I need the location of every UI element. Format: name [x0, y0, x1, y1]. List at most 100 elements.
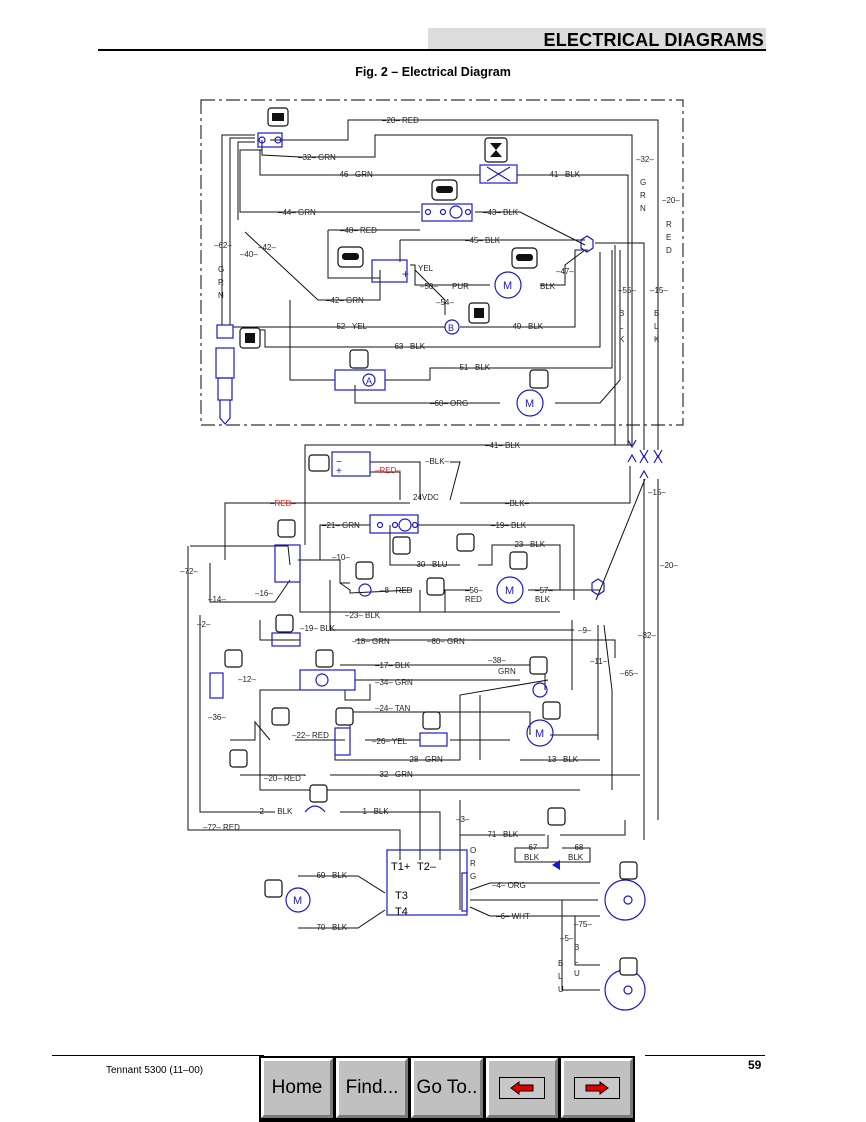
- svg-text:U: U: [558, 985, 564, 994]
- nav-bar: Home Find... Go To..: [259, 1056, 635, 1122]
- svg-text:–19– BLK: –19– BLK: [300, 624, 336, 633]
- svg-text:M: M: [505, 585, 514, 597]
- vertical-letters-bottom: ORG BLU BLU: [470, 846, 580, 994]
- svg-text:–47–: –47–: [556, 267, 574, 276]
- main-contactor: [274, 544, 301, 583]
- middle-wires: [187, 444, 659, 860]
- propel-icon-4: [619, 957, 638, 976]
- svg-text:–51– BLK: –51– BLK: [455, 363, 491, 372]
- svg-text:–68–: –68–: [570, 843, 588, 852]
- svg-text:–BLK–: –BLK–: [425, 457, 450, 466]
- brush-icon-2: [529, 369, 549, 389]
- switch-26: [419, 732, 448, 747]
- svg-text:–RED–: –RED–: [375, 466, 401, 475]
- section-title: ELECTRICAL DIAGRAMS: [543, 30, 764, 50]
- goto-button[interactable]: Go To..: [411, 1058, 483, 1118]
- brush-switch: [299, 669, 356, 691]
- svg-text:–45– BLK: –45– BLK: [465, 236, 501, 245]
- bottom-wires: [298, 800, 626, 991]
- svg-text:–75–: –75–: [574, 920, 592, 929]
- svg-text:L: L: [558, 972, 563, 981]
- find-button[interactable]: Find...: [336, 1058, 408, 1118]
- pedal-sensor: [604, 879, 646, 921]
- svg-text:–70– BLK: –70– BLK: [312, 923, 348, 932]
- svg-text:–4– ORG: –4– ORG: [492, 881, 526, 890]
- svg-text:–65–: –65–: [620, 669, 638, 678]
- svg-text:–60– ORG: –60– ORG: [430, 399, 468, 408]
- battery-icon-4: [529, 656, 548, 675]
- svg-text:–80– GRN: –80– GRN: [427, 637, 465, 646]
- svg-text:–28– GRN: –28– GRN: [405, 755, 443, 764]
- svg-text:M: M: [503, 280, 512, 292]
- ammeter-switch: [334, 369, 386, 391]
- battery-icon-2: [224, 649, 243, 668]
- svg-text:T1+: T1+: [391, 861, 410, 873]
- svg-text:–52– YEL: –52– YEL: [332, 322, 368, 331]
- thermal-icon: [426, 577, 445, 596]
- svg-text:–19– BLK: –19– BLK: [491, 521, 527, 530]
- svg-text:–62–: –62–: [214, 241, 232, 250]
- enclosure-boundary: [200, 99, 684, 426]
- battery: [331, 451, 371, 477]
- main-switch: [369, 514, 419, 534]
- svg-text:–9–: –9–: [578, 626, 592, 635]
- svg-text:–41– BLK: –41– BLK: [545, 170, 581, 179]
- svg-text:B: B: [619, 309, 624, 318]
- plus-icon: [271, 707, 290, 726]
- svg-text:–42–: –42–: [258, 243, 276, 252]
- plus-icon-2: [335, 707, 354, 726]
- previous-page-button[interactable]: [486, 1058, 558, 1118]
- vacuum-icon-2: [509, 551, 528, 570]
- svg-text:–12–: –12–: [238, 675, 256, 684]
- svg-text:−: −: [336, 457, 342, 468]
- svg-text:T3: T3: [395, 890, 408, 902]
- contactor-icon: [277, 519, 296, 538]
- diode: [552, 860, 560, 870]
- relay-icon: [392, 536, 411, 555]
- circuit-breaker: [209, 672, 224, 699]
- figure-title: Fig. 2 – Electrical Diagram: [355, 65, 511, 79]
- hourglass-icon: [484, 137, 508, 163]
- svg-text:BLK: BLK: [568, 853, 584, 862]
- svg-text:–32–: –32–: [638, 631, 656, 640]
- battery-icon: [308, 454, 330, 472]
- next-page-button[interactable]: [561, 1058, 633, 1118]
- plug-connector: [216, 324, 234, 339]
- svg-text:U: U: [574, 969, 580, 978]
- header-band: [428, 28, 766, 50]
- svg-text:–13– BLK: –13– BLK: [543, 755, 579, 764]
- svg-text:GRN: GRN: [498, 667, 516, 676]
- svg-text:–32–: –32–: [636, 155, 654, 164]
- home-button[interactable]: Home: [261, 1058, 333, 1118]
- arrow-right-icon: [585, 1081, 609, 1095]
- battery-icon-3: [315, 649, 334, 668]
- svg-text:–23– BLK: –23– BLK: [510, 540, 546, 549]
- horn-switch: [421, 203, 473, 222]
- footer-rule-right: [645, 1055, 765, 1056]
- svg-text:–2– – BLK: –2– – BLK: [255, 807, 293, 816]
- svg-text:–50–: –50–: [420, 282, 438, 291]
- svg-text:N: N: [640, 204, 646, 213]
- svg-text:–42– GRN: –42– GRN: [326, 296, 364, 305]
- battery-gauge: [532, 682, 548, 698]
- svg-text:–69– BLK: –69– BLK: [312, 871, 348, 880]
- svg-text:–1– BLK: –1– BLK: [358, 807, 389, 816]
- svg-text:R: R: [470, 859, 476, 868]
- page-number: 59: [748, 1058, 762, 1072]
- relay-22: [334, 727, 351, 756]
- svg-text:–5–: –5–: [560, 934, 574, 943]
- gauge-icon: [355, 561, 374, 580]
- svg-text:–20–: –20–: [662, 196, 680, 205]
- fuse: [304, 805, 326, 813]
- svg-text:R: R: [218, 278, 224, 287]
- electrical-diagram: + M B A M –20– RED –32– GRN –46– GRN –41…: [180, 99, 684, 1011]
- svg-text:–15–: –15–: [648, 488, 666, 497]
- svg-text:–72– RED: –72– RED: [203, 823, 240, 832]
- key-switch: [257, 132, 283, 148]
- svg-text:L: L: [574, 956, 579, 965]
- svg-text:–30– BLU: –30– BLU: [412, 560, 448, 569]
- svg-text:BLK: BLK: [540, 282, 556, 291]
- svg-text:–41– BLK: –41– BLK: [485, 441, 521, 450]
- arrow-left-icon: [510, 1081, 534, 1095]
- svg-text:–8– RED: –8– RED: [380, 586, 413, 595]
